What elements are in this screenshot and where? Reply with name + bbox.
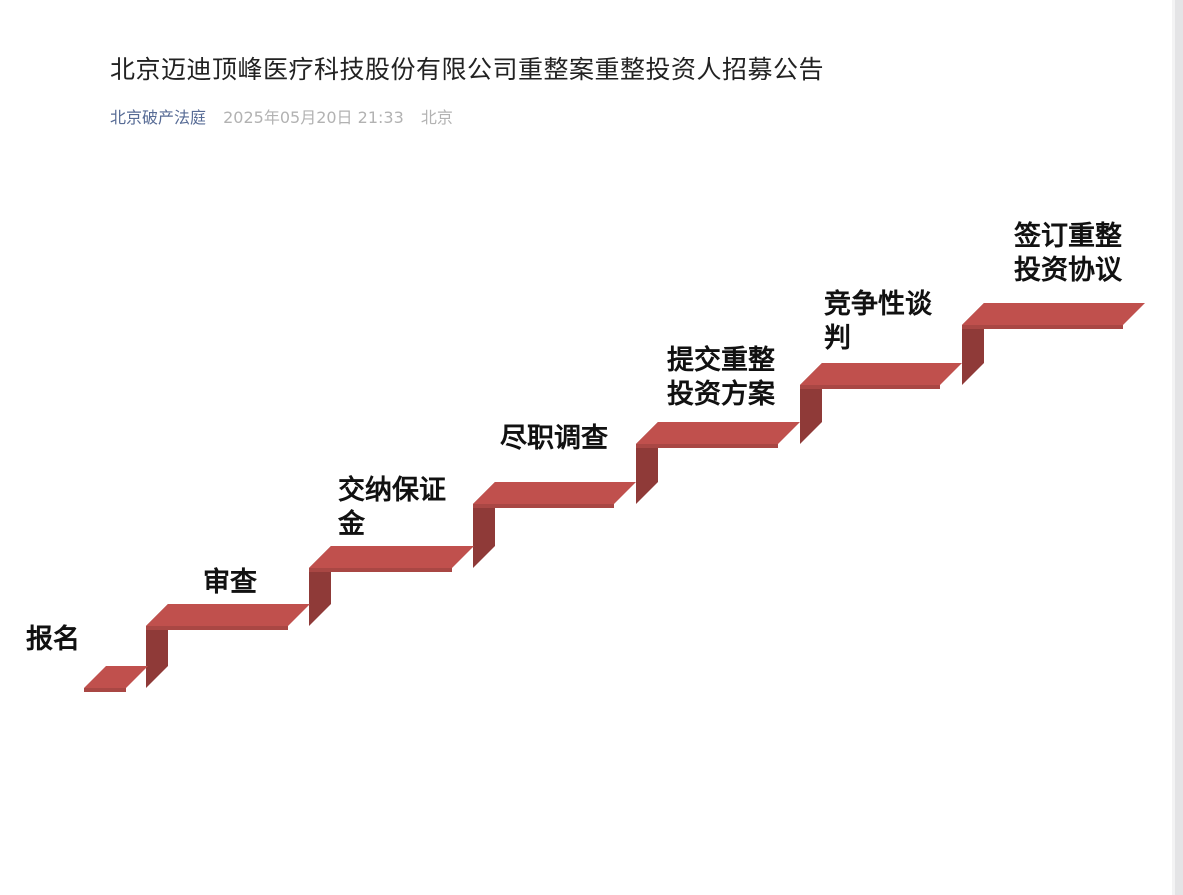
stair-tread-7 — [962, 303, 1145, 325]
stair-edge-5 — [636, 444, 778, 448]
step-label-2: 审查 — [203, 567, 257, 598]
process-staircase-diagram: 报名 审查 交纳保证 金 尽职调查 提交重整 投资方案 竞争性谈 判 签订重整 … — [0, 180, 1172, 720]
page-edge — [1172, 0, 1175, 895]
stair-edge-3 — [309, 568, 452, 572]
stair-edge-7 — [962, 325, 1123, 329]
stair-tread-4 — [473, 482, 636, 504]
article-title: 北京迈迪顶峰医疗科技股份有限公司重整案重整投资人招募公告 — [110, 55, 825, 84]
publish-datetime: 2025年05月20日 21:33 — [223, 108, 404, 127]
staircase-graphic — [84, 303, 1145, 692]
stair-tread-6 — [800, 363, 962, 385]
step-label-1: 报名 — [26, 624, 80, 655]
step-label-5: 提交重整 投资方案 — [667, 345, 775, 410]
stair-tread-2 — [146, 604, 310, 626]
stair-edge-4 — [473, 504, 614, 508]
step-label-6: 竞争性谈 判 — [824, 289, 932, 354]
step-label-3: 交纳保证 金 — [338, 475, 446, 540]
stair-tread-3 — [309, 546, 474, 568]
stair-tread-5 — [636, 422, 800, 444]
source-link[interactable]: 北京破产法庭 — [110, 108, 207, 127]
stair-tread-1 — [84, 666, 148, 688]
stair-edge-1 — [84, 688, 126, 692]
scrollbar[interactable] — [1175, 0, 1183, 895]
stair-edge-2 — [146, 626, 288, 630]
stair-edge-6 — [800, 385, 940, 389]
article-meta: 北京破产法庭 2025年05月20日 21:33 北京 — [110, 104, 453, 128]
step-label-4: 尽职调查 — [500, 423, 608, 454]
publish-location: 北京 — [420, 108, 453, 127]
step-label-7: 签订重整 投资协议 — [1014, 221, 1122, 286]
